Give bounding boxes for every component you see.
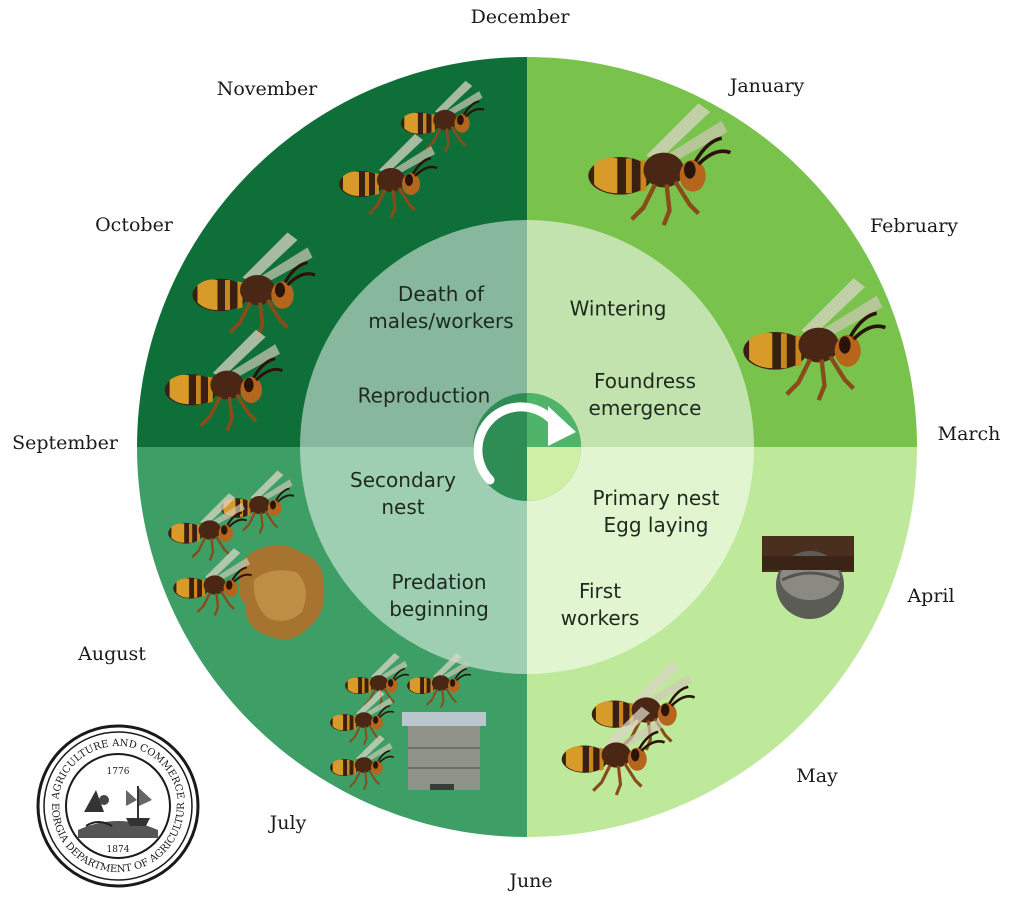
month-april: April	[907, 585, 955, 607]
phase-foundress-emergence: Foundress emergence	[588, 369, 702, 420]
phase-reproduction: Reproduction	[357, 383, 491, 408]
month-september: September	[12, 432, 118, 454]
month-october: October	[95, 214, 173, 236]
month-june: June	[509, 870, 553, 892]
phase-death-of-males-workers: Death of males/workers	[368, 282, 514, 333]
primary-nest-icon	[762, 536, 854, 619]
month-may: May	[796, 765, 838, 787]
phase-primary-nest: Primary nest Egg laying	[592, 486, 720, 537]
phase-secondary-nest: Secondary nest	[350, 468, 456, 519]
month-november: November	[216, 78, 318, 100]
month-february: February	[869, 215, 959, 237]
month-march: March	[937, 423, 1001, 445]
phase-wintering: Wintering	[569, 296, 667, 321]
inner-ring	[300, 220, 754, 674]
seal-year-bottom: 1874	[107, 845, 130, 855]
month-august: August	[78, 643, 146, 665]
phase-first-workers: First workers	[560, 579, 640, 630]
month-january: January	[729, 75, 805, 97]
secondary-nest-icon	[238, 544, 325, 640]
cycle-arrow-icon	[473, 393, 581, 501]
phase-predation-beginning: Predation beginning	[389, 570, 489, 621]
month-december: December	[470, 6, 570, 28]
month-july: July	[269, 812, 307, 834]
seal-year-top: 1776	[107, 767, 130, 777]
beehive-icon	[402, 712, 486, 790]
